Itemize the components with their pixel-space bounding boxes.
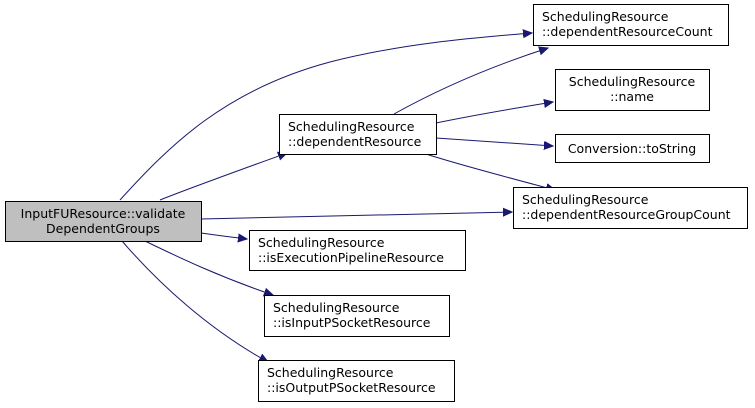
node-to-string[interactable]: Conversion::toString (555, 134, 710, 163)
edges (119, 33, 555, 362)
node-dependent-resource-count-line2: ::dependentResourceCount (542, 24, 713, 39)
node-dependent-resource-count[interactable]: SchedulingResource ::dependentResourceCo… (533, 4, 729, 46)
edge-dependent-resource-to-to-string (435, 137, 553, 146)
node-dependent-resource[interactable]: SchedulingResource ::dependentResource (279, 114, 437, 155)
edge-root-to-dependent-resource-group-count (200, 212, 512, 220)
node-is-execution-pipeline-resource-line2: ::isExecutionPipelineResource (258, 250, 444, 265)
edge-root-to-dependent-resource-count (119, 33, 532, 201)
node-dependent-resource-group-count-line2: ::dependentResourceGroupCount (522, 207, 731, 222)
edge-root-to-dependent-resource (159, 153, 287, 201)
node-is-input-psocket-resource-line1: SchedulingResource (273, 300, 400, 315)
node-is-output-psocket-resource-line1: SchedulingResource (267, 365, 394, 380)
node-root[interactable]: InputFUResource::validate DependentGroup… (5, 201, 202, 242)
node-is-output-psocket-resource-line2: ::isOutputPSocketResource (267, 380, 436, 395)
node-name-line1: SchedulingResource (569, 74, 696, 89)
node-dependent-resource-group-count[interactable]: SchedulingResource ::dependentResourceGr… (513, 187, 748, 229)
node-dependent-resource-group-count-line1: SchedulingResource (522, 192, 649, 207)
edge-root-to-is-output-psocket-resource (121, 240, 268, 362)
node-to-string-line1: Conversion::toString (568, 141, 696, 156)
edge-root-to-is-execution-pipeline-resource (200, 232, 247, 239)
edge-root-to-is-input-psocket-resource (144, 240, 273, 295)
node-dependent-resource-line2: ::dependentResource (288, 134, 422, 149)
node-root-line2: DependentGroups (46, 221, 160, 236)
node-root-line1: InputFUResource::validate (21, 206, 186, 221)
node-dependent-resource-line1: SchedulingResource (288, 119, 415, 134)
node-is-execution-pipeline-resource-line1: SchedulingResource (258, 235, 385, 250)
edge-dependent-resource-to-name (435, 102, 553, 124)
node-dependent-resource-count-line1: SchedulingResource (542, 9, 669, 24)
edge-dependent-resource-to-dependent-resource-group-count (425, 153, 555, 190)
node-is-execution-pipeline-resource[interactable]: SchedulingResource ::isExecutionPipeline… (249, 230, 466, 271)
node-name[interactable]: SchedulingResource ::name (555, 69, 710, 111)
node-is-output-psocket-resource[interactable]: SchedulingResource ::isOutputPSocketReso… (258, 360, 455, 402)
node-is-input-psocket-resource[interactable]: SchedulingResource ::isInputPSocketResou… (264, 295, 450, 337)
node-is-input-psocket-resource-line2: ::isInputPSocketResource (273, 315, 431, 330)
node-name-line2: ::name (610, 89, 654, 104)
edge-dependent-resource-to-dependent-resource-count (393, 48, 548, 115)
